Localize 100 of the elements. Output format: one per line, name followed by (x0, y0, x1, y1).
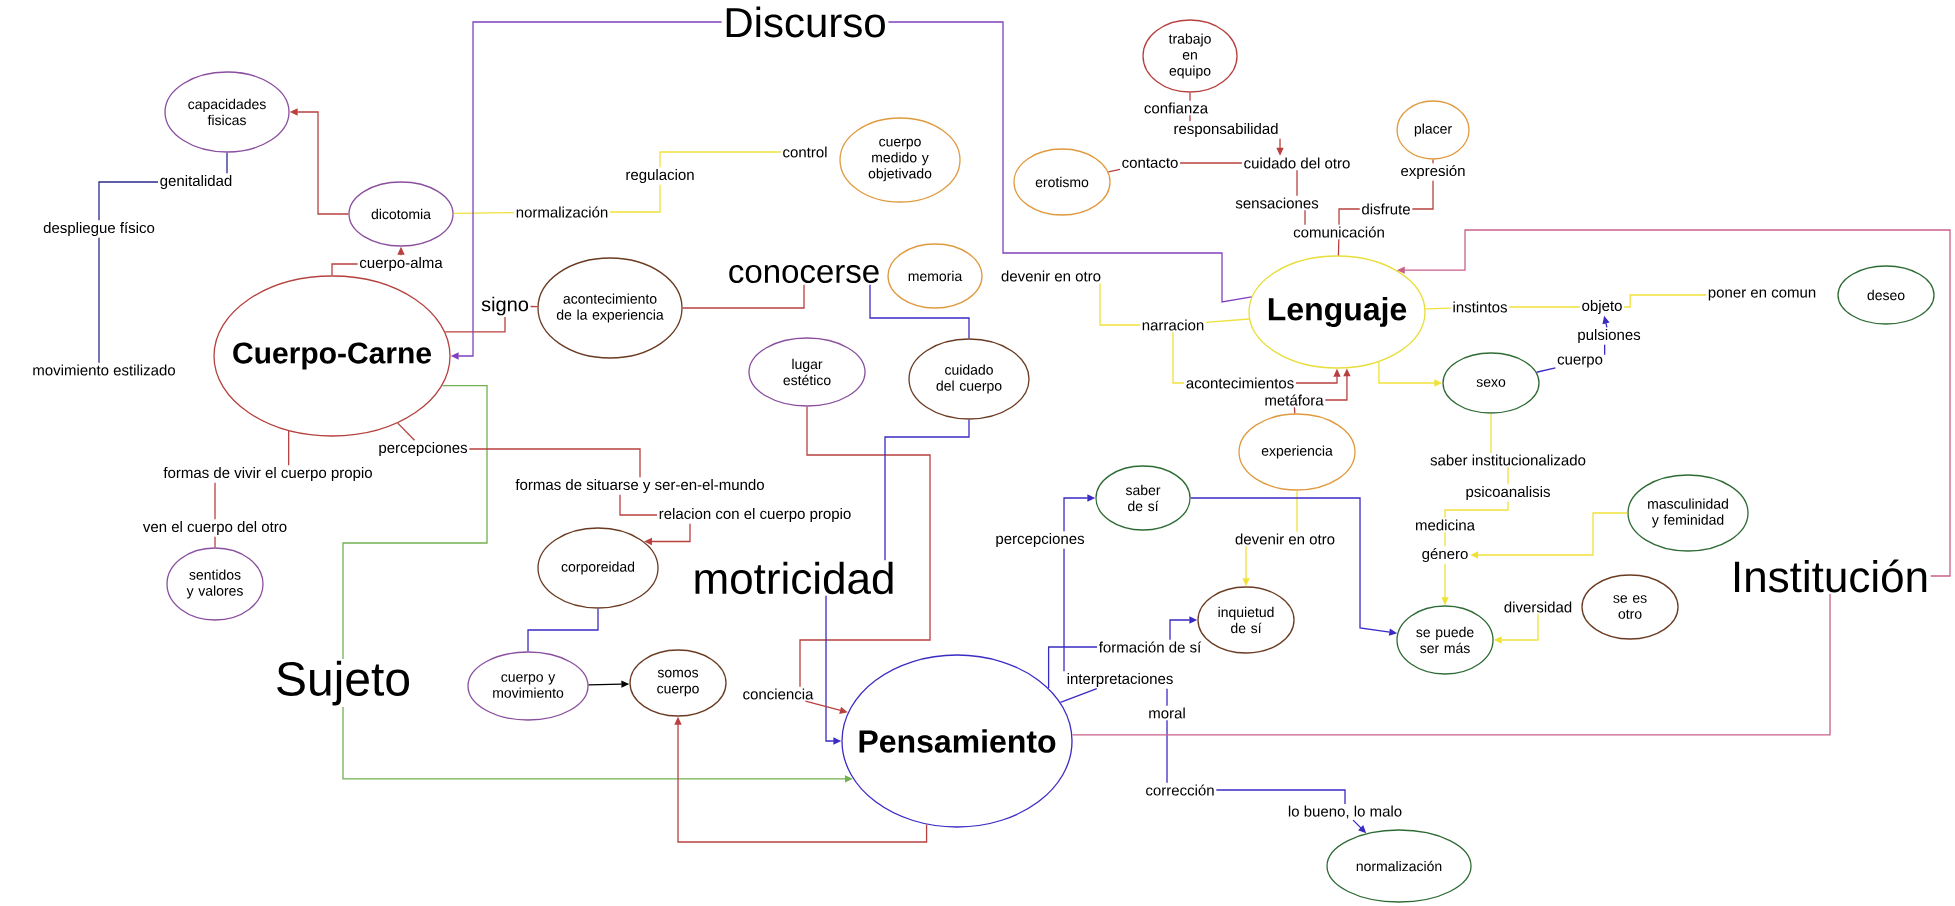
linking-phrase: psicoanalisis (1466, 486, 1550, 500)
linking-phrase: formación de sí (1098, 641, 1202, 653)
connector-line (682, 284, 805, 309)
linking-phrase: cuidado del otro (1244, 157, 1350, 169)
connector-line (1411, 180, 1434, 210)
linking-phrase: formas de vivir el cuerpo propio (163, 467, 372, 481)
connector-line (1424, 307, 1452, 310)
linking-phrase: diversidad (1504, 601, 1572, 613)
linking-phrase: acontecimientos (1186, 377, 1294, 389)
linking-phrase: moral (1149, 707, 1185, 719)
connector-line (1623, 294, 1707, 308)
connector-line (1172, 331, 1185, 384)
linking-phrase: devenir en otro (1235, 533, 1335, 545)
linking-phrase: metáfora (1265, 394, 1324, 406)
linking-phrase: conciencia (743, 688, 814, 700)
connector-line (527, 608, 599, 652)
linking-phrase: cuerpo (1557, 356, 1603, 368)
linking-phrase: pulsiones (1578, 329, 1641, 343)
linking-phrase: expresión (1401, 164, 1465, 180)
connector-line (1338, 208, 1361, 226)
connector-line (397, 422, 416, 441)
connector-line (887, 21, 1253, 303)
connector-line (1059, 688, 1098, 703)
linking-phrase: narracion (1142, 319, 1204, 331)
connector-line (1490, 413, 1492, 454)
linking-phrase: sensaciones (1235, 197, 1319, 209)
linking-phrase: ven el cuerpo del otro (142, 521, 287, 535)
concept-word: motricidad (695, 561, 893, 595)
connector-line (529, 305, 539, 308)
connector-line (214, 482, 216, 520)
linking-phrase: contacto (1122, 158, 1178, 168)
linking-phrase: género (1422, 547, 1468, 563)
linking-phrase: percepciones (379, 442, 468, 456)
connector-line (1432, 159, 1434, 164)
connector-line (1063, 548, 1065, 672)
linking-phrase: lo bueno, lo malo (1288, 805, 1402, 819)
connector-line (659, 151, 782, 168)
linking-phrase: relacion con el cuerpo propio (659, 508, 851, 522)
concept-word: Sujeto (277, 660, 410, 706)
connector-line (98, 181, 159, 221)
connector-line (1508, 306, 1581, 308)
arrow (644, 523, 691, 546)
concept-word: signo (481, 296, 529, 316)
connector-line (331, 263, 359, 276)
connector-line (214, 536, 216, 548)
linking-phrase: movimiento estilizado (33, 364, 176, 376)
connector-line (1166, 719, 1168, 784)
connector-line (869, 284, 970, 339)
linking-phrase: instintos (1453, 301, 1507, 313)
concept-word: Institución (1735, 559, 1927, 593)
connector-line (1337, 238, 1340, 256)
connector-line (1166, 688, 1168, 707)
connector-line (1179, 162, 1243, 164)
linking-phrase: corrección (1146, 784, 1214, 796)
connector-line (1604, 344, 1606, 356)
connector-line (342, 384, 488, 660)
linking-phrase: medicina (1416, 519, 1475, 531)
connector-line (288, 430, 290, 466)
connector-line (1296, 490, 1298, 533)
connector-line (1107, 168, 1121, 173)
connector-line (799, 406, 931, 688)
connector-line (468, 448, 641, 478)
connector-line (884, 419, 970, 561)
linking-phrase: despliegue físico (43, 221, 155, 237)
linking-phrase: comunicación (1293, 226, 1384, 238)
linking-phrase: confianza (1144, 102, 1209, 114)
connector-line (1535, 367, 1557, 373)
linking-phrase: control (783, 146, 827, 158)
concept-word: conocerse (729, 264, 879, 284)
connector-line (609, 184, 661, 213)
connector-line (1293, 406, 1296, 415)
connector-line (1071, 593, 1831, 736)
connector-line (1304, 209, 1306, 226)
connector-line (98, 237, 100, 364)
connector-line (1507, 466, 1509, 485)
linking-phrase: devenir en otro (1001, 270, 1101, 282)
connector-line (1047, 646, 1098, 689)
connector-line (1189, 92, 1191, 102)
connector-line (1444, 501, 1509, 519)
linking-phrase: genitalidad (160, 175, 232, 189)
connector-line (619, 494, 658, 516)
linking-phrase: formas de situarse y ser-en-el-mundo (515, 479, 764, 493)
linking-phrase: percepciones (996, 533, 1085, 547)
linking-phrase: saber institucionalizado (1430, 454, 1586, 466)
connector-line (226, 152, 228, 174)
linking-phrase: cuerpo-alma (359, 257, 443, 271)
linking-phrase: disfrute (1362, 203, 1410, 215)
concept-word: Discurso (726, 6, 885, 38)
linking-phrase: normalización (516, 206, 608, 218)
linking-phrase: poner en comun (1708, 289, 1816, 301)
connector-line (1205, 318, 1250, 324)
connector-line (1099, 282, 1141, 326)
linking-phrase: objeto (1582, 300, 1622, 314)
connector-line (444, 316, 506, 333)
linking-phrase: interpretaciones (1067, 673, 1173, 687)
connector-line (453, 211, 515, 214)
connector-line (1189, 114, 1191, 122)
linking-phrase: regulacion (626, 169, 694, 183)
connector-line (1444, 531, 1446, 547)
connector-line (1215, 789, 1346, 805)
